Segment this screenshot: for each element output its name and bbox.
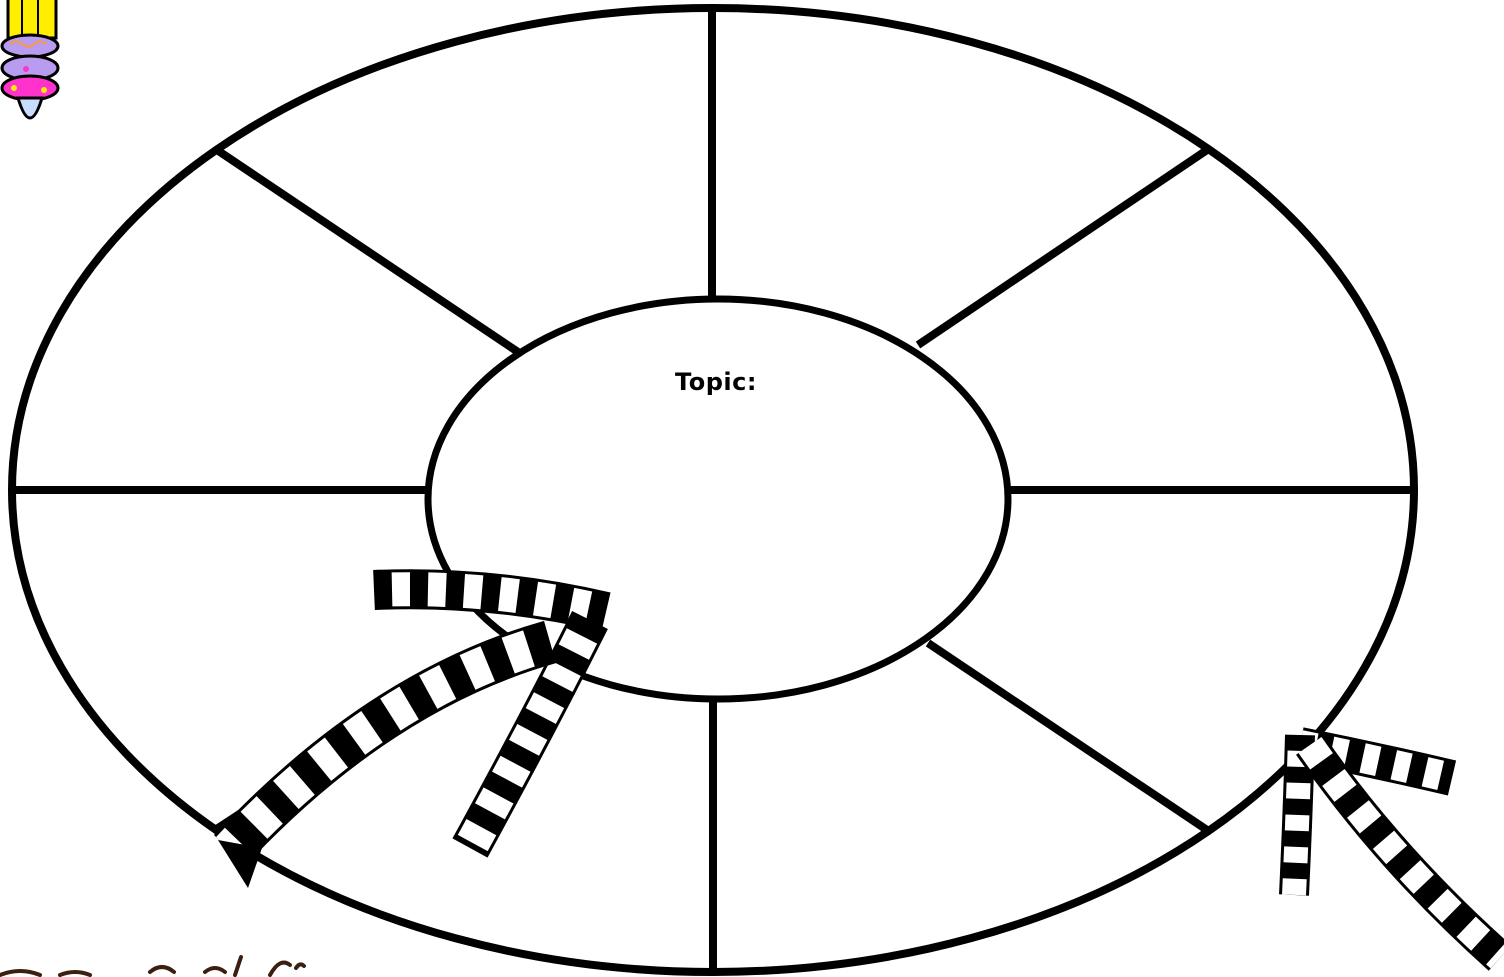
signature-scribble	[0, 957, 304, 975]
pencil-decoration-icon	[2, 0, 58, 118]
topic-label: Topic:	[675, 368, 757, 396]
striped-streamer-decoration	[1294, 735, 1500, 958]
